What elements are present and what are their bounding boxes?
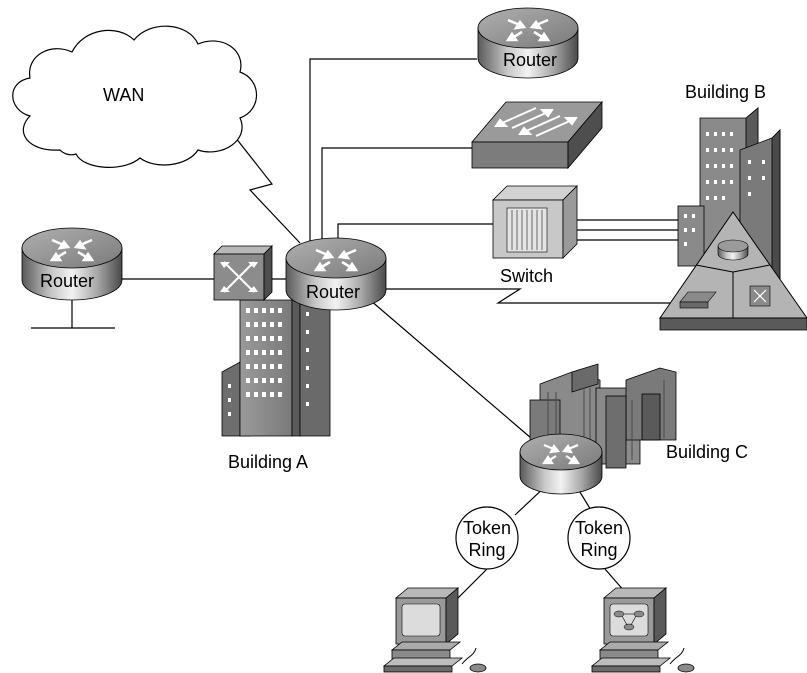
token-ring-2-label-line1: Token: [575, 518, 623, 538]
router-center-label: Router: [306, 282, 360, 302]
router-left: Router: [21, 227, 123, 301]
switch: Switch: [492, 185, 578, 286]
switch-label: Switch: [500, 266, 553, 286]
network-management-workstation: [590, 587, 695, 673]
building-c-label: Building C: [666, 442, 748, 462]
router-icon: [21, 227, 123, 301]
router-icon: [285, 237, 387, 311]
workgroup-switch: [471, 100, 603, 170]
router-left-label: Router: [40, 271, 94, 291]
building-b-label: Building B: [685, 82, 766, 102]
router-top: Router: [477, 7, 579, 79]
token-ring-1-label-line2: Ring: [468, 540, 505, 560]
workstation-icon: [382, 587, 487, 673]
workgroup-switch-icon: [471, 100, 603, 170]
building-a: Building A: [221, 291, 331, 472]
connection-lines: [31, 58, 705, 601]
atm-switch: [213, 245, 273, 301]
network-management-workstation-icon: [590, 587, 695, 673]
token-ring-1: Token Ring: [455, 506, 519, 570]
building-icon: [221, 291, 331, 437]
token-ring-2: Token Ring: [567, 506, 631, 570]
atm-switch-icon: [213, 245, 273, 301]
router-icon: [519, 433, 603, 495]
token-ring-1-label-line1: Token: [463, 518, 511, 538]
router-center: Router: [285, 237, 387, 311]
router-top-label: Router: [503, 50, 557, 70]
router-icon: [477, 7, 579, 79]
wan-cloud: WAN: [12, 25, 257, 168]
building-b: Building B: [659, 82, 807, 331]
multilayer-switch-icon: [659, 211, 807, 331]
building-a-label: Building A: [228, 452, 308, 472]
token-ring-2-label-line2: Ring: [580, 540, 617, 560]
cloud-icon: [12, 25, 257, 168]
workstation: [382, 587, 487, 673]
lan-switch-icon: [492, 185, 578, 259]
wan-label: WAN: [103, 85, 144, 105]
router-building-c: [519, 433, 603, 495]
